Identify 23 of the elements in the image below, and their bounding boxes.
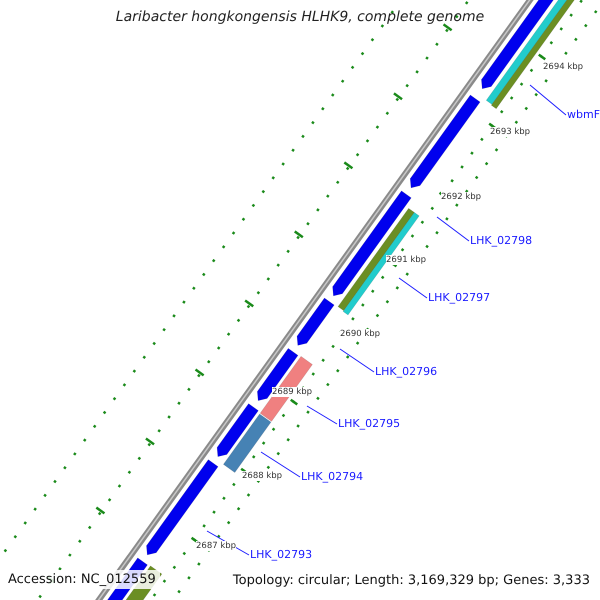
gene-label: wbmF — [567, 108, 600, 121]
gene-label: LHK_02795 — [338, 417, 400, 430]
tick-label: 2687 kbp — [196, 541, 236, 551]
gene-label: LHK_02794 — [301, 470, 364, 483]
leader-line — [436, 216, 470, 242]
leader-line — [260, 452, 300, 478]
genome-info-text: Topology: circular; Length: 3,169,329 bp; Genes: 3,333 — [232, 573, 590, 588]
tick-label: 2694 kbp — [543, 62, 584, 72]
gene-label: LHK_02798 — [470, 234, 532, 247]
tick-label: 2690 kbp — [340, 329, 380, 339]
leader-line — [530, 84, 566, 116]
gene-label: LHK_02797 — [428, 291, 490, 304]
gene-label: LHK_02793 — [250, 548, 312, 561]
title: Laribacter hongkongensis HLHK9, complete genome — [114, 9, 486, 25]
tick-label: 2693 kbp — [490, 127, 530, 137]
tick-label: 2691 kbp — [386, 255, 426, 265]
gene-label: LHK_02796 — [375, 365, 438, 378]
leader-line — [306, 406, 338, 424]
tick-label: 2692 kbp — [441, 192, 482, 202]
leader-line — [398, 278, 428, 298]
tick-label: 2689 kbp — [272, 387, 312, 397]
tick-label: 2688 kbp — [242, 471, 282, 481]
leader-line — [340, 348, 374, 372]
